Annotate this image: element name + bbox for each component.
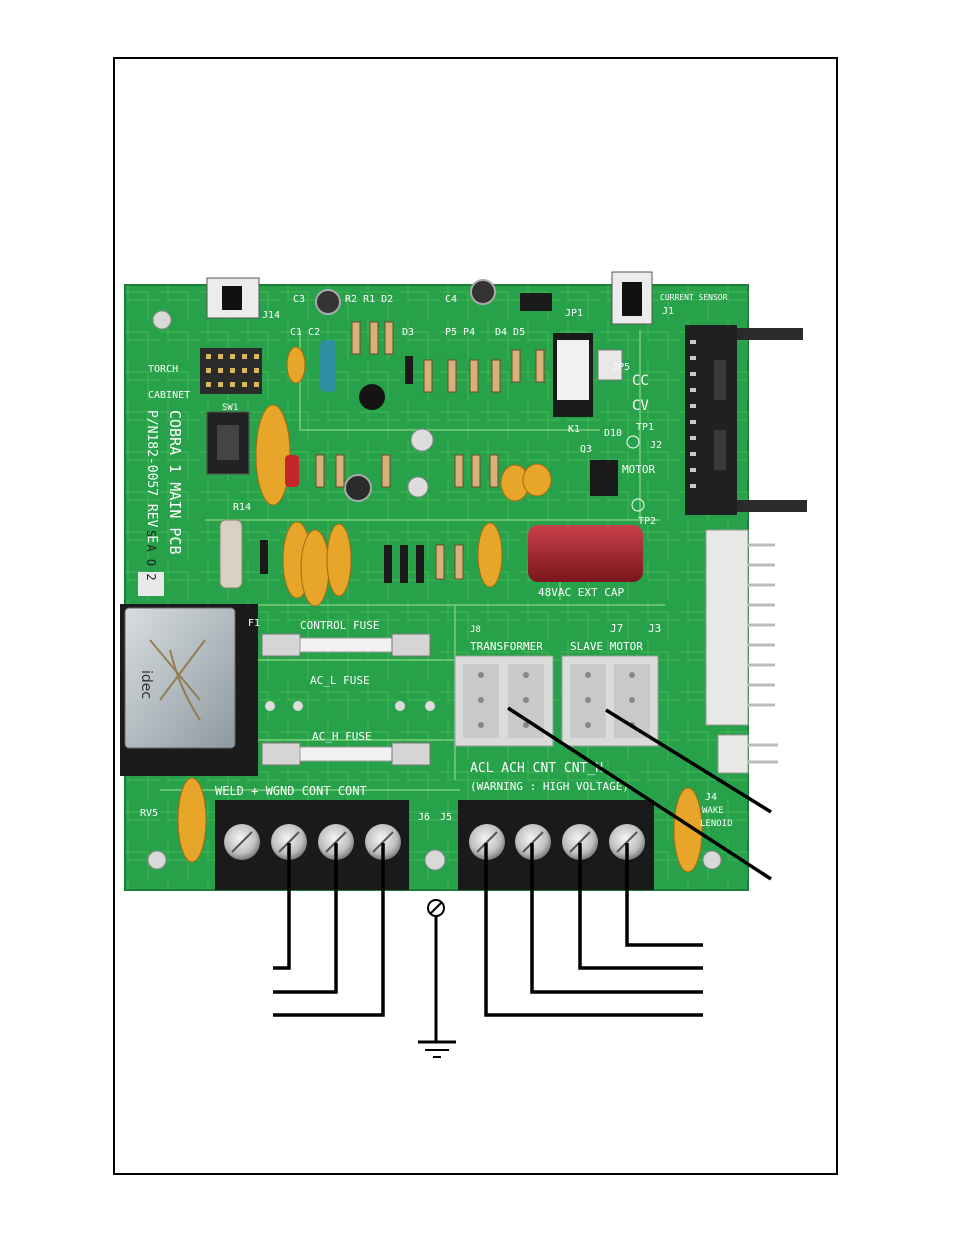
right-terminal-block bbox=[458, 800, 654, 890]
tp2-label: TP2 bbox=[638, 516, 656, 527]
callout-line-cnt bbox=[578, 843, 703, 970]
q3-label: Q3 bbox=[580, 444, 592, 455]
disc-capacitors bbox=[177, 346, 703, 873]
torch-label: TORCH bbox=[148, 364, 178, 375]
sw1-switch: SW1 bbox=[206, 403, 250, 475]
resistors bbox=[315, 321, 545, 580]
wake-label: WAKE bbox=[702, 806, 724, 816]
warning-label: (WARNING : HIGH VOLTAGE) bbox=[470, 780, 629, 793]
solenoid-label: LENOID bbox=[700, 819, 733, 829]
callout-line-weld bbox=[273, 843, 291, 970]
j4-label: J4 bbox=[705, 792, 717, 803]
fuses: F1 CONTROL FUSE AC_L FUSE AC_H FUSE bbox=[248, 618, 435, 766]
relay-brand: idec bbox=[138, 670, 154, 699]
j2-label: J2 bbox=[650, 440, 662, 451]
right-labels: JP5 CC CV K1 D10 TP1 J2 Q3 MOTOR TP2 bbox=[568, 362, 662, 527]
ext-cap: 48VAC EXT CAP bbox=[528, 525, 643, 599]
tp1-label: TP1 bbox=[636, 422, 654, 433]
callout-line-slave-motor bbox=[605, 708, 772, 814]
rv5-label: RV5 bbox=[140, 808, 158, 819]
callout-line-cont bbox=[273, 843, 385, 1017]
jp5-label: JP5 bbox=[612, 362, 630, 373]
current-sensor-label: CURRENT SENSOR bbox=[660, 293, 728, 302]
ac-h-fuse-label: AC_H FUSE bbox=[312, 730, 372, 743]
k1-label: K1 bbox=[568, 424, 580, 435]
right-ribbon-connector bbox=[685, 325, 807, 515]
electrolytic-capacitors bbox=[315, 279, 496, 502]
diodes bbox=[260, 356, 424, 583]
control-fuse-label: CONTROL FUSE bbox=[300, 619, 379, 632]
d10-label: D10 bbox=[604, 428, 622, 439]
r14-resistor: R14 bbox=[219, 502, 251, 589]
r14-label: R14 bbox=[233, 502, 251, 513]
d3-label: D3 bbox=[402, 327, 414, 338]
j7-label: J7 bbox=[610, 622, 623, 635]
callout-lines bbox=[273, 706, 772, 1017]
callout-line-transformer bbox=[507, 706, 772, 881]
j1-label: J1 bbox=[662, 306, 674, 317]
pin-header: TORCH CABINET bbox=[148, 348, 262, 401]
callout-line-ach bbox=[530, 843, 703, 994]
c1c2-label: C1 C2 bbox=[290, 327, 320, 338]
page-border bbox=[113, 57, 838, 1175]
r2r1d2-label: R2 R1 D2 bbox=[345, 294, 393, 305]
c4-label: C4 bbox=[445, 294, 457, 305]
cabinet-label: CABINET bbox=[148, 390, 190, 401]
callout-line-cnt-h bbox=[625, 843, 703, 947]
c3-label: C3 bbox=[293, 294, 305, 305]
j1-connector bbox=[520, 271, 653, 325]
mounting-holes bbox=[147, 310, 722, 871]
slave-motor-label: SLAVE MOTOR bbox=[570, 640, 643, 653]
relay: idec bbox=[120, 604, 258, 776]
jp1-label: JP1 bbox=[565, 308, 583, 319]
bottom-labels: WELD + WGND CONT CONT ACL ACH CNT CNT_H … bbox=[140, 761, 733, 829]
j6-label: J6 bbox=[418, 812, 430, 823]
j14-connector: J14 bbox=[206, 277, 280, 321]
side-white-connector bbox=[705, 529, 778, 774]
p5p4-label: P5 P4 bbox=[445, 327, 475, 338]
transformer-label: TRANSFORMER bbox=[470, 640, 543, 653]
ic-chip bbox=[553, 333, 623, 417]
d4d5-label: D4 D5 bbox=[495, 327, 525, 338]
cv-label: CV bbox=[632, 398, 649, 414]
j14-label: J14 bbox=[262, 310, 280, 321]
j5-label: J5 bbox=[440, 812, 452, 823]
j3-label: J3 bbox=[648, 622, 661, 635]
f1-label: F1 bbox=[248, 618, 260, 629]
left-terminal-label: WELD + WGND CONT CONT bbox=[215, 784, 367, 798]
callout-line-wgnd bbox=[273, 843, 338, 994]
board-title-block: COBRA 1 MAIN PCB P/N182-0057 REV E S A O… bbox=[138, 410, 184, 596]
board-title: COBRA 1 MAIN PCB bbox=[166, 410, 184, 555]
sw1-label: SW1 bbox=[222, 403, 238, 413]
cc-label: CC bbox=[632, 373, 649, 389]
motor-label: MOTOR bbox=[622, 463, 655, 476]
ground-symbol bbox=[418, 899, 456, 1058]
j8-label: J8 bbox=[470, 625, 481, 635]
ac-l-fuse-label: AC_L FUSE bbox=[310, 674, 370, 687]
left-terminal-block bbox=[215, 800, 409, 890]
board-part-number: P/N182-0057 REV E bbox=[144, 410, 159, 543]
ext-cap-label: 48VAC EXT CAP bbox=[538, 586, 624, 599]
transistor bbox=[359, 384, 385, 410]
callout-line-acl bbox=[484, 843, 703, 1017]
film-capacitor bbox=[285, 340, 336, 487]
right-terminal-label: ACL ACH CNT CNT_H bbox=[470, 761, 603, 776]
top-labels: C3 R2 R1 D2 C4 C1 C2 D3 P5 P4 D4 D5 JP1 … bbox=[290, 293, 728, 338]
board-version: S A O 2 bbox=[144, 530, 158, 581]
